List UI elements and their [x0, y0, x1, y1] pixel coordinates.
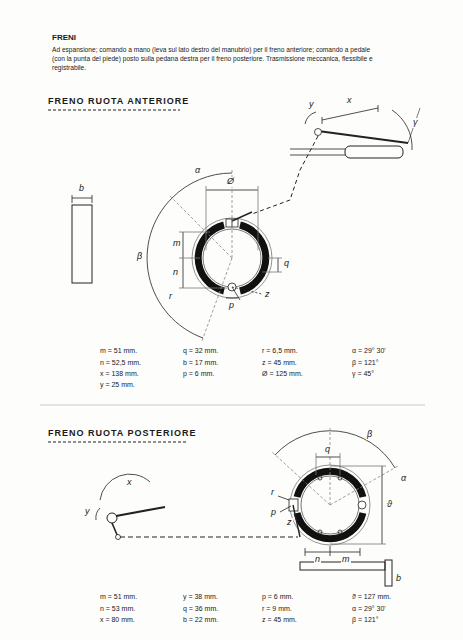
- dimension-letter: r: [168, 292, 173, 302]
- dimension-letter: b: [78, 184, 85, 194]
- table-cell: β = 121°: [352, 616, 378, 624]
- dimension-letter: n: [314, 555, 321, 565]
- table-cell: z = 45 mm.: [262, 359, 297, 367]
- section-heading: FRENO RUOTA POSTERIORE: [48, 429, 197, 439]
- dimension-letter: Ø: [226, 177, 235, 187]
- dimension-letter: x: [346, 96, 353, 106]
- table-cell: y = 25 mm.: [100, 381, 135, 389]
- dimension-letter: y: [308, 100, 315, 110]
- dimension-letter: r: [270, 488, 275, 498]
- dimension-letter: α: [400, 474, 407, 484]
- table-cell: ϑ = 127 mm.: [352, 593, 391, 601]
- dimension-letter: γ: [412, 118, 419, 128]
- dimension-letter: n: [172, 268, 179, 278]
- table-cell: β = 121°: [352, 359, 378, 367]
- table-cell: q = 36 mm.: [183, 605, 218, 613]
- table-cell: y = 38 mm.: [183, 593, 218, 601]
- dimension-letter: p: [270, 508, 277, 518]
- dimension-letter: α: [194, 166, 201, 176]
- dimension-letter: ϑ: [386, 500, 393, 510]
- table-cell: b = 22 mm.: [183, 616, 218, 624]
- table-cell: Ø = 125 mm.: [262, 370, 303, 378]
- dimension-letter: x: [126, 478, 133, 488]
- dimension-letter: z: [264, 290, 271, 300]
- table-cell: n = 53 mm.: [100, 605, 135, 613]
- table-cell: m = 51 mm.: [100, 593, 137, 601]
- table-cell: p = 6 mm.: [183, 370, 214, 378]
- table-cell: α = 29° 30': [352, 347, 386, 355]
- section-heading: FRENO RUOTA ANTERIORE: [48, 97, 189, 107]
- table-cell: q = 32 mm.: [183, 347, 218, 355]
- dimension-letter: y: [84, 507, 91, 517]
- table-cell: r = 6,5 mm.: [262, 347, 298, 355]
- dimension-letter: β: [366, 430, 373, 440]
- dimension-letter: q: [324, 445, 331, 455]
- dimension-letter: q: [283, 259, 290, 269]
- table-cell: n = 52,5 mm.: [100, 359, 141, 367]
- page-title: FRENI: [52, 34, 76, 43]
- description-text: Ad espansione; comando a mano (leva sul …: [52, 46, 382, 73]
- dimension-letter: β: [136, 252, 143, 262]
- table-cell: p = 6 mm.: [262, 593, 293, 601]
- table-cell: r = 9 mm.: [262, 605, 292, 613]
- table-cell: b = 17 mm.: [183, 359, 218, 367]
- table-cell: x = 138 mm.: [100, 370, 139, 378]
- table-cell: x = 80 mm.: [100, 616, 135, 624]
- dimension-letter: p: [228, 301, 235, 311]
- table-cell: z = 45 mm.: [262, 616, 297, 624]
- dimension-letter: z: [286, 518, 293, 528]
- dimension-letter: m: [341, 555, 351, 565]
- table-cell: m = 51 mm.: [100, 347, 137, 355]
- table-cell: α = 29° 30': [352, 605, 386, 613]
- dimension-letter: m: [172, 239, 182, 249]
- dimension-letter: b: [395, 574, 402, 584]
- table-cell: γ = 45°: [352, 370, 374, 378]
